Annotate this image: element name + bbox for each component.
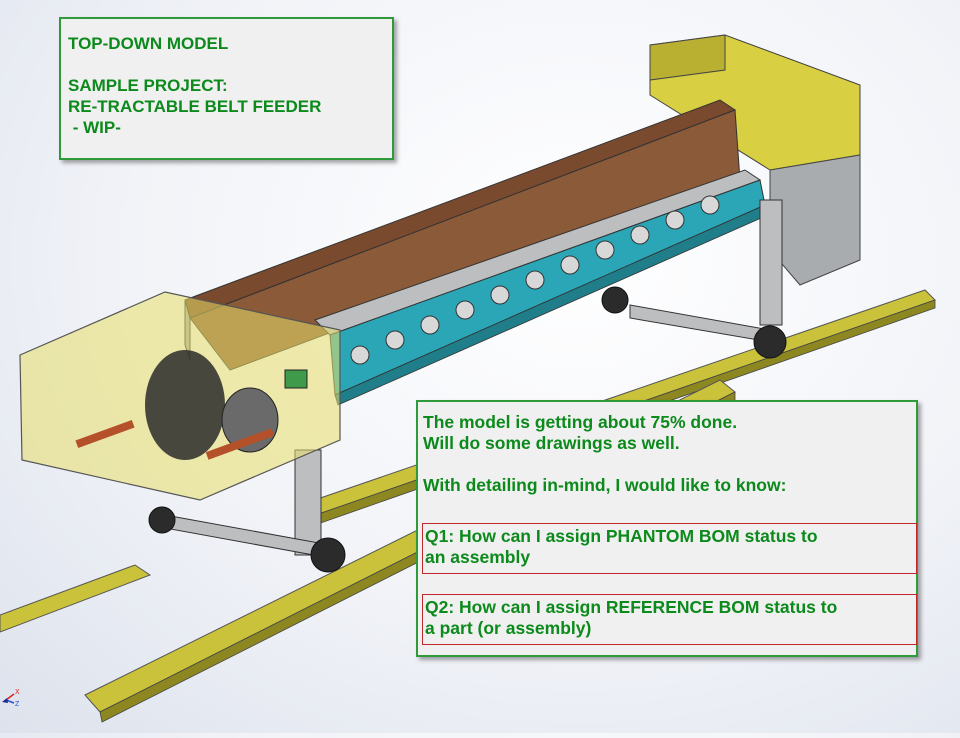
title-line: TOP-DOWN MODEL bbox=[68, 34, 229, 53]
info-note[interactable]: The model is getting about 75% done. Wil… bbox=[416, 400, 918, 657]
question-2-box: Q2: How can I assign REFERENCE BOM statu… bbox=[422, 594, 917, 645]
tail-guard bbox=[19, 291, 341, 501]
question-1-line-1: Q1: How can I assign PHANTOM BOM status … bbox=[425, 526, 818, 546]
question-2-line-1: Q2: How can I assign REFERENCE BOM statu… bbox=[425, 597, 838, 617]
triad-z-label: Z bbox=[15, 701, 20, 708]
question-1-box: Q1: How can I assign PHANTOM BOM status … bbox=[422, 523, 917, 574]
question-2-line-2: a part (or assembly) bbox=[425, 618, 592, 638]
drawings-text: Will do some drawings as well. bbox=[423, 433, 680, 453]
rear-legs bbox=[601, 199, 787, 359]
progress-text: The model is getting about 75% done. bbox=[423, 412, 738, 432]
belt-frame bbox=[314, 169, 769, 406]
idler-row bbox=[350, 195, 720, 365]
front-legs bbox=[148, 449, 346, 573]
triad-x-label: X bbox=[15, 689, 20, 696]
status-label: - WIP- bbox=[68, 118, 121, 137]
question-intro: With detailing in-mind, I would like to … bbox=[423, 475, 787, 495]
project-name: RE-TRACTABLE BELT FEEDER bbox=[68, 97, 322, 116]
head-guard bbox=[649, 34, 861, 286]
coordinate-triad-icon: X Z bbox=[0, 684, 22, 708]
title-note[interactable]: TOP-DOWN MODEL SAMPLE PROJECT: RE-TRACTA… bbox=[59, 17, 394, 160]
question-1-line-2: an assembly bbox=[425, 547, 531, 567]
project-label: SAMPLE PROJECT: bbox=[68, 76, 228, 95]
